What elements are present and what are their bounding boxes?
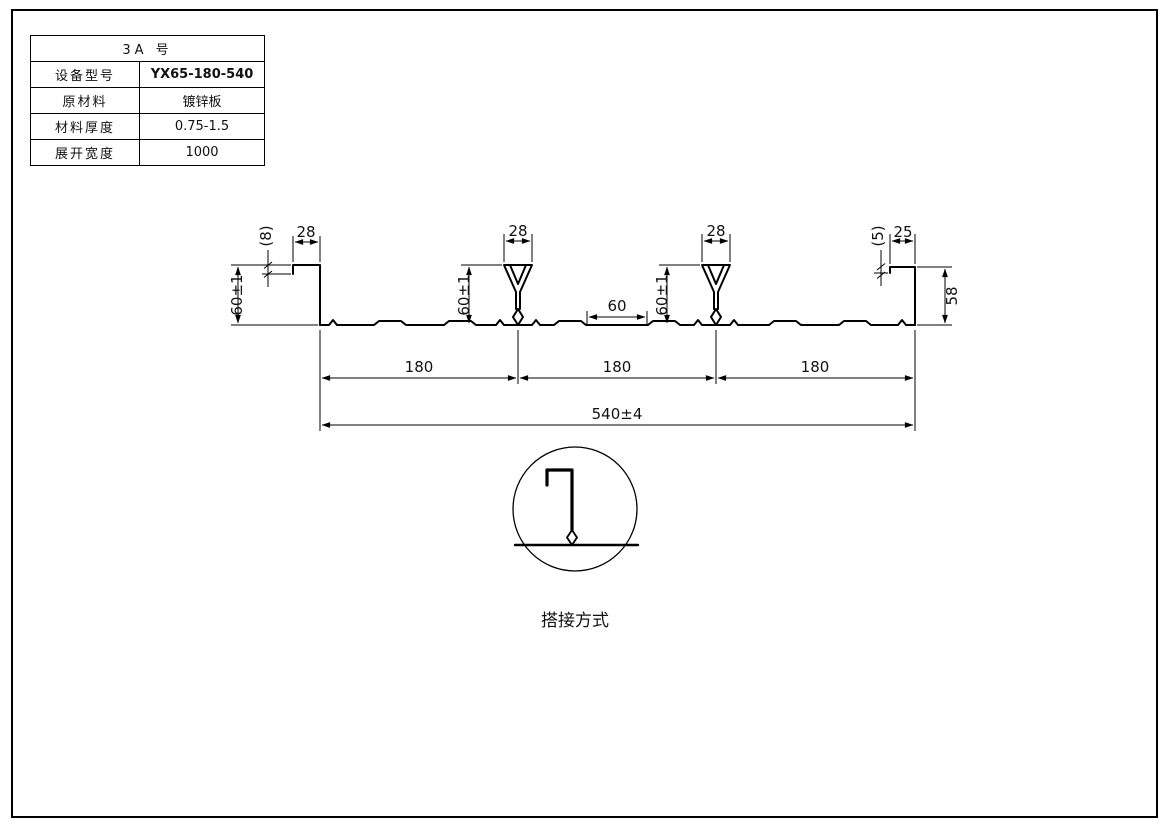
dim-rib2-height: 60±1 (653, 274, 671, 315)
detail-seam-diamond (565, 528, 579, 547)
dim-mid-flat: 60 (607, 297, 626, 315)
title-block: 3A 号 设备型号 YX65-180-540 原材料 镀锌板 材料厚度 0.75… (30, 35, 265, 166)
lap-joint-caption: 搭接方式 (541, 611, 609, 631)
left-end-leg (292, 264, 321, 326)
value-model: YX65-180-540 (139, 61, 265, 88)
dimension-lines (231, 234, 952, 431)
value-coil-width: 1000 (139, 139, 265, 166)
value-material: 镀锌板 (139, 87, 265, 114)
detail-standing-seam (545, 468, 574, 532)
dim-right-height: 58 (943, 286, 961, 305)
label-thickness: 材料厚度 (30, 113, 140, 140)
dim-overall-width: 540±4 (592, 405, 643, 423)
dim-rib1-height: 60±1 (455, 274, 473, 315)
rib-2 (701, 264, 731, 326)
dim-left-lip: (8) (257, 225, 275, 246)
dim-left-hook-width: 28 (296, 223, 315, 241)
right-end-leg (889, 266, 916, 326)
sheet-border (11, 9, 1158, 818)
lap-joint-detail (512, 446, 640, 572)
bottom-flange (319, 319, 916, 326)
profile-section (292, 264, 916, 326)
dim-rib2-top-width: 28 (706, 222, 725, 240)
dim-left-height: 60±1 (228, 274, 246, 315)
dim-rib1-top-width: 28 (508, 222, 527, 240)
dim-span-2: 180 (603, 358, 632, 376)
dim-right-lip: (5) (869, 225, 887, 246)
detail-circle (512, 446, 638, 572)
rib-1 (503, 264, 533, 326)
dim-right-hook-width: 25 (893, 223, 912, 241)
dim-span-3: 180 (801, 358, 830, 376)
dimension-texts: (8) 28 60±1 28 60±1 60 28 60±1 (5) 25 58… (228, 222, 961, 631)
dim-span-1: 180 (405, 358, 434, 376)
